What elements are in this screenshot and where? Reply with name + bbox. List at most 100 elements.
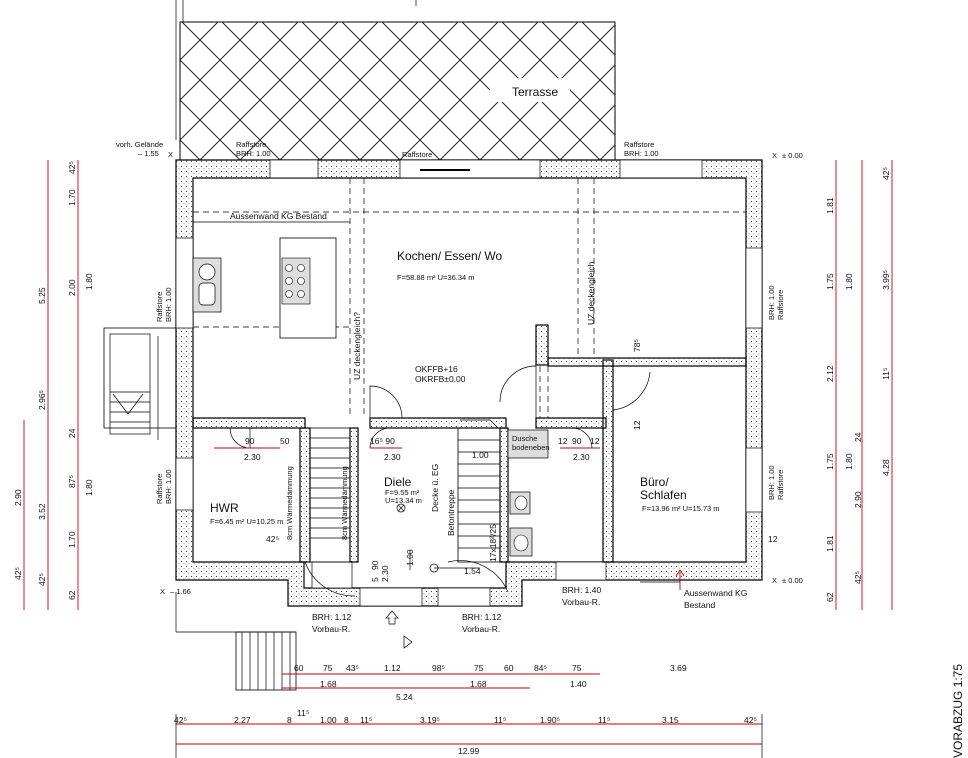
label-raffstore-ru: Raffstore	[776, 290, 785, 320]
dim-right-o-115: 11⁵	[881, 368, 891, 380]
label-level-155: – 1.55	[138, 149, 159, 158]
dim-b1-75: 75	[323, 663, 333, 673]
dim-b2-8: 8	[287, 715, 292, 725]
label-level-left: – 1.66	[170, 587, 191, 596]
dim-b1-112: 1.12	[384, 663, 401, 673]
dim-diele-230b: 2.30	[380, 565, 390, 582]
terrace-label: Terrasse	[512, 85, 558, 99]
dim-left-in-24: 24	[67, 428, 77, 438]
dim-b-total: 12.99	[458, 746, 480, 756]
dim-b1-369: 3.69	[670, 663, 687, 673]
label-okffb-1: OKFFB+16	[415, 364, 458, 374]
dim-left-in-180b: 1.80	[84, 479, 94, 496]
dim-diele-100b: 1.00	[405, 549, 415, 566]
dim-b1-75b: 75	[474, 663, 484, 673]
dim-hwr-230: 2.30	[244, 452, 261, 462]
doors	[229, 365, 651, 597]
label-brh-rl: BRH: 1.00	[767, 465, 776, 500]
x-mark-l: X	[160, 587, 165, 596]
dim-right-o-24: 24	[853, 432, 863, 442]
dim-right-180b: 1.80	[844, 453, 854, 470]
x-mark: X	[168, 150, 173, 159]
interior-dimensions: 90 50 2.30 42⁵ 16⁵ 90 1.00 2.30 90 5 2.3…	[214, 339, 778, 582]
buero-label-1: Büro/	[640, 475, 669, 489]
dim-b1s-140: 1.40	[570, 679, 587, 689]
kitchen-fixtures	[192, 237, 337, 339]
dim-b1s-168: 1.68	[320, 679, 337, 689]
interior-walls	[192, 221, 747, 563]
label-brh-ll: BRH: 1.00	[164, 469, 173, 504]
dim-b2-3195: 3.19⁵	[420, 715, 440, 725]
dim-b2-115c: 11⁵	[494, 715, 506, 725]
dim-bath-12b: 12	[590, 436, 600, 446]
dim-hwr-90: 90	[245, 436, 255, 446]
dim-b1s-168b: 1.68	[470, 679, 487, 689]
label-aussenwand-kg: Aussenwand KG Bestand	[230, 211, 327, 221]
diele-area-u: U=13.34 m	[385, 496, 422, 505]
dim-right-180: 1.80	[844, 273, 854, 290]
dim-right-175b: 1.75	[825, 453, 835, 470]
dim-diele-5: 5	[370, 577, 380, 582]
label-betontreppe: Betontreppe	[446, 489, 456, 536]
dim-diele-230: 2.30	[384, 452, 401, 462]
hwr-area: F=6.45 m² U=10.25 m	[210, 517, 283, 526]
left-annex	[103, 327, 177, 440]
dim-b2-425: 42⁵	[174, 715, 187, 725]
label-dusche-1: Dusche	[512, 434, 537, 443]
right-dimensions: 1.81 1.75 1.80 2.12 1.75 1.80 2.90 1.81 …	[825, 167, 891, 602]
dim-right-181: 1.81	[825, 197, 835, 214]
label-level-zero-right: ± 0.00	[782, 576, 803, 585]
stairs-diele	[457, 419, 501, 563]
dim-bath-12: 12	[558, 436, 568, 446]
dim-diele-154: 1.54	[464, 566, 481, 576]
dim-b1-435: 43⁵	[346, 663, 359, 673]
left-dimensions: 5.25 2.96⁵ 2.90 3.52 42⁵ 42⁵ 1.70 2.00 1…	[13, 161, 94, 600]
diele-area-f: F=9.55 m²	[385, 488, 420, 497]
dim-b1-985: 98⁵	[432, 663, 445, 673]
dim-right-290: 2.90	[853, 491, 863, 508]
annotations: vorh. Gelände – 1.55 X Raffstore BRH: 1.…	[116, 140, 965, 758]
hidden-lines	[193, 178, 746, 418]
label-aussenwand-b2: Bestand	[684, 600, 715, 610]
kitchen-label: Kochen/ Essen/ Wo	[397, 249, 502, 263]
dim-bath-785: 78⁵	[632, 339, 642, 352]
dim-right-212: 2.12	[825, 365, 835, 382]
label-brh-br: BRH: 1.40	[562, 585, 601, 595]
label-daemmung-2: 8cm Wärmedämmung	[340, 466, 349, 540]
label-dusche-2: bodeneben	[512, 443, 550, 452]
bottom-dimensions: 60 75 43⁵ 1.12 98⁵ 75 60 84⁵ 75 3.69 1.6…	[174, 663, 757, 756]
dim-b2-315: 3.15	[662, 715, 679, 725]
label-stair-ratio: 17x18²/25	[488, 524, 498, 562]
x-mark-tr: X	[772, 151, 777, 160]
label-uz-2: UZ deckengleich	[586, 261, 596, 325]
buero-area: F=13.96 m² U=15.73 m	[642, 504, 720, 513]
dim-right-62: 62	[825, 592, 835, 602]
dim-right-o-425: 42⁵	[881, 167, 891, 180]
dim-bath-230: 2.30	[573, 452, 590, 462]
label-brh-tr: BRH: 1.00	[624, 149, 659, 158]
label-brh-bm: BRH: 1.12	[462, 612, 501, 622]
dim-left-in-180: 1.80	[84, 273, 94, 290]
dim-left-in-200: 2.00	[67, 279, 77, 296]
dim-hwr-425: 42⁵	[266, 534, 279, 544]
label-raffstore-rl: Raffstore	[776, 470, 785, 500]
dim-b1-60b: 60	[504, 663, 514, 673]
dim-b2-115: 11⁵	[297, 708, 309, 718]
dim-bath-12c: 12	[632, 420, 642, 430]
dim-right-12: 12	[768, 534, 778, 544]
dim-left-352: 3.52	[37, 503, 47, 520]
dim-diele-100: 1.00	[472, 450, 489, 460]
dim-right-o-3995: 3.99⁵	[881, 270, 891, 290]
dim-left-525: 5.25	[37, 287, 47, 304]
label-vorbau-r: Vorbau-R.	[562, 597, 600, 607]
dim-left-in-62: 62	[67, 590, 77, 600]
label-decke-eg: Decke ü. EG	[430, 464, 440, 512]
level-markers	[640, 569, 685, 590]
label-raffstore-tl: Raffstore	[236, 140, 266, 149]
label-vorbau-m: Vorbau-R.	[462, 624, 500, 634]
label-okffb-2: OKRFB±0.00	[415, 374, 466, 384]
entry-arrows	[385, 0, 480, 649]
title-vertical: VORABZUG 1:75	[951, 664, 965, 758]
terrace: Terrasse	[175, 0, 616, 161]
